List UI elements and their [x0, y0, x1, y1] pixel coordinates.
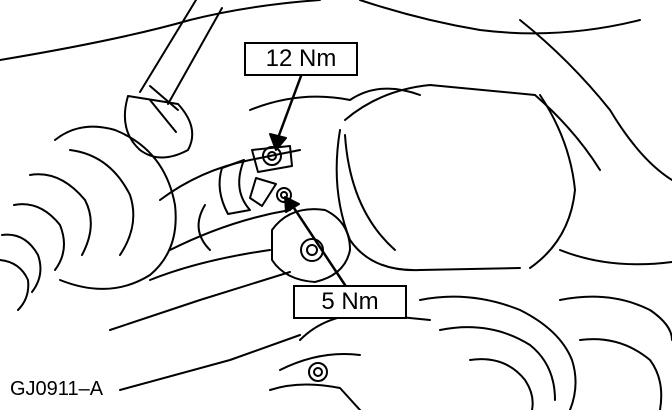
starter-body: [169, 209, 291, 251]
cv-boot-right: [469, 358, 534, 410]
shaft-collar: [124, 95, 194, 159]
cylinder-housing: [344, 84, 601, 171]
starter-body: [109, 271, 291, 331]
cv-boot-left: [13, 203, 65, 271]
cylinder-housing: [529, 94, 576, 269]
terminal-stud-upper: [267, 151, 277, 161]
leader-line-lower: [290, 203, 347, 287]
chassis-contour: [249, 87, 421, 111]
terminal-bracket: [249, 177, 277, 207]
starter-nose: [197, 204, 211, 251]
lower-bolt: [313, 367, 323, 377]
starter-body: [159, 149, 301, 201]
chassis-contour: [0, 0, 321, 61]
chassis-contour: [359, 0, 641, 35]
starter-body: [149, 249, 271, 281]
starter-body: [119, 334, 301, 391]
chassis-contour: [519, 19, 672, 181]
flange-bolt: [306, 244, 318, 256]
shaft-collar: [149, 99, 177, 133]
cv-boot-left: [0, 259, 30, 311]
cylinder-housing: [419, 267, 521, 271]
lower-housing: [279, 353, 361, 371]
axle-shaft: [167, 7, 223, 105]
axle-shaft: [139, 0, 197, 93]
torque-callout-lower: 5 Nm: [293, 285, 407, 319]
leader-line-upper: [276, 74, 303, 140]
chassis-contour: [559, 249, 672, 266]
cv-boot-right: [419, 295, 577, 410]
arrow-head-lower: [284, 196, 300, 213]
torque-callout-upper: 12 Nm: [244, 42, 358, 76]
figure-id: GJ0911–A: [10, 378, 104, 400]
cv-boot-right: [439, 326, 556, 401]
solenoid: [218, 159, 251, 215]
flange-bolt: [300, 238, 324, 262]
cv-boot-left: [1, 233, 42, 293]
lower-bracket: [269, 383, 361, 410]
cv-boot-left: [54, 125, 177, 290]
cylinder-face: [344, 134, 396, 251]
arrow-head-upper: [269, 133, 287, 151]
cv-boot-right: [579, 338, 663, 410]
cv-boot-left: [29, 173, 92, 256]
cv-boot-right: [559, 295, 672, 341]
lower-bolt: [308, 362, 328, 382]
cv-boot-left: [69, 149, 135, 256]
mounting-flange: [271, 208, 351, 283]
terminal-stud-lower: [280, 191, 288, 199]
terminal-stud-lower: [276, 187, 292, 203]
axle-shaft: [149, 85, 179, 111]
